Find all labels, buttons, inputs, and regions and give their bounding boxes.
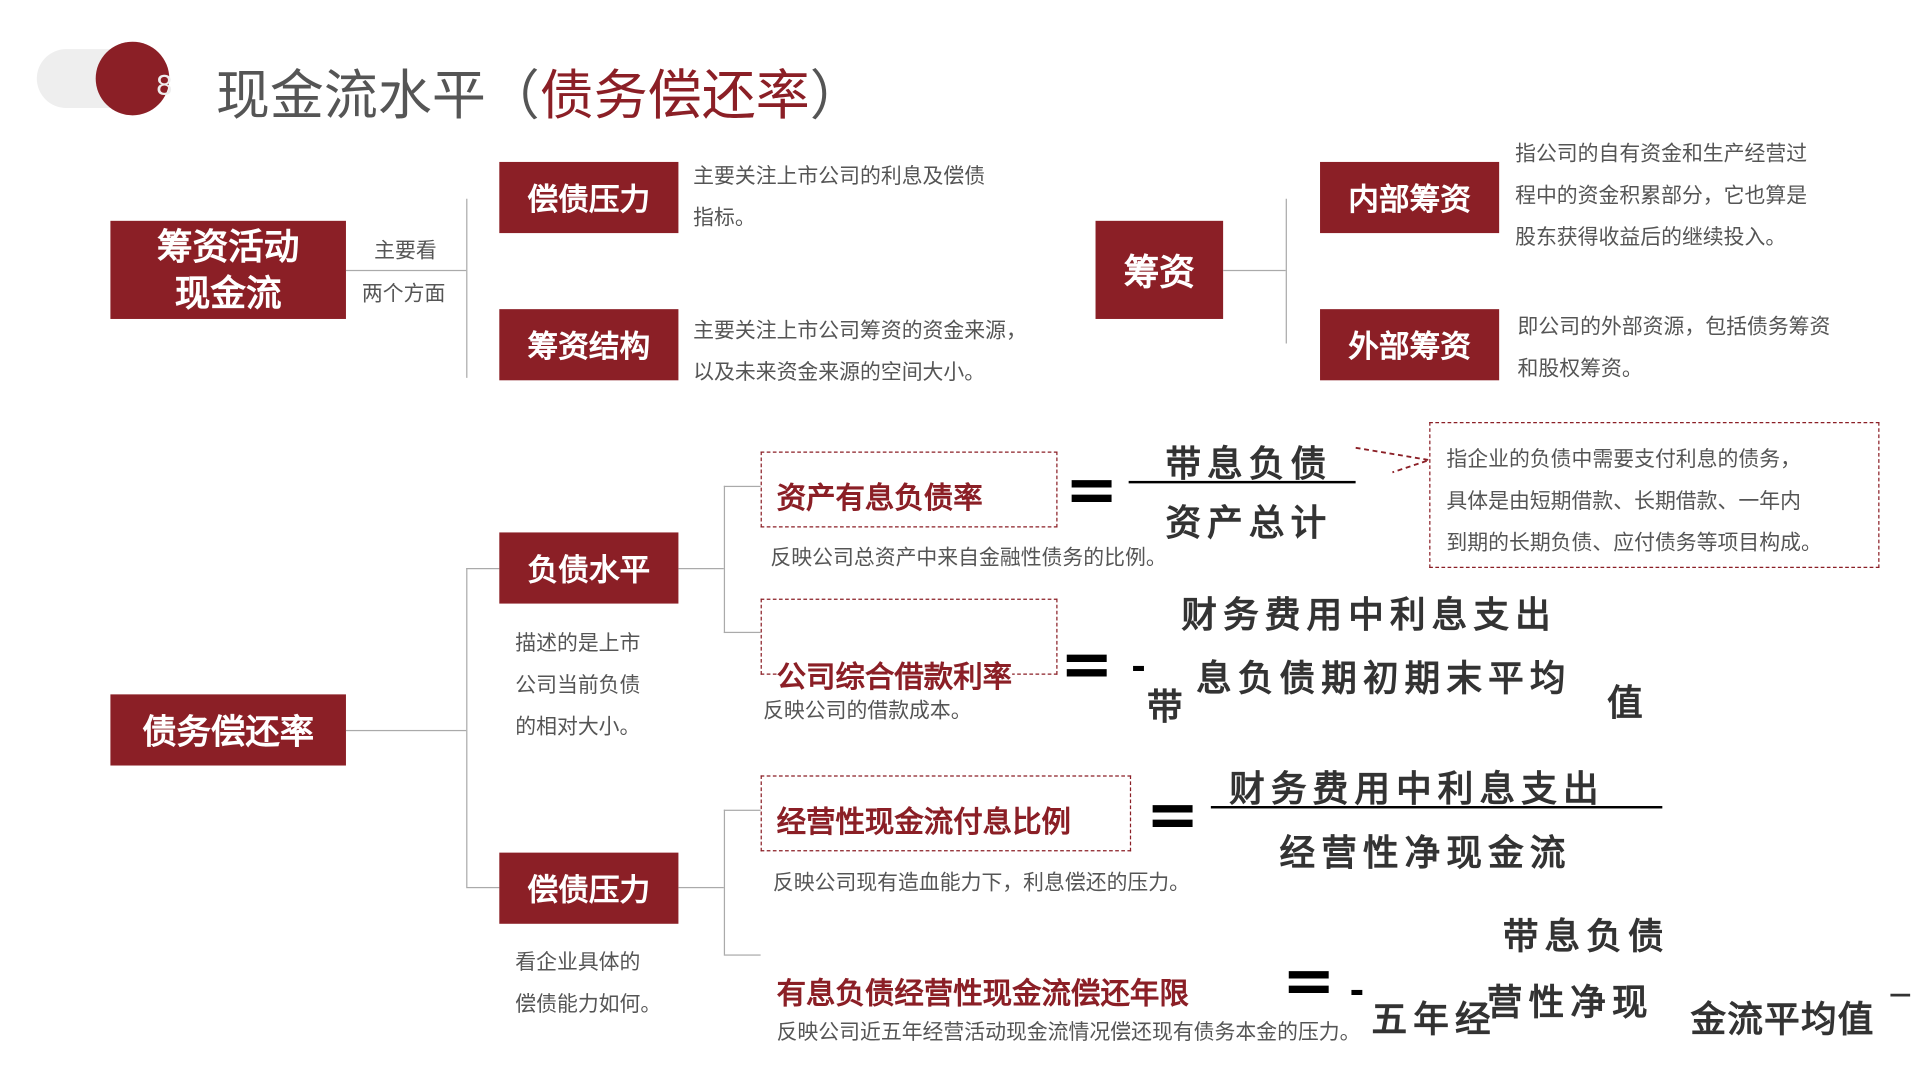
- minus-sign: -: [1349, 969, 1371, 1011]
- desc-line: 指标。: [693, 206, 756, 231]
- formula-name: 资产有息负债率: [776, 480, 983, 516]
- note-line: 到期的长期负债、应付债务等项目构成。: [1446, 531, 1822, 556]
- connector: [723, 954, 761, 956]
- connector: [466, 198, 468, 378]
- numerator: 财务费用中利息支出: [1229, 767, 1605, 810]
- denominator: 资产总计: [1165, 501, 1333, 544]
- formula-desc: 反映公司近五年经营活动现金流情况偿还现有债务本金的压力。: [776, 1020, 1361, 1046]
- title-accent: 债务偿还率: [539, 65, 810, 128]
- minus-sign: -: [1131, 645, 1153, 688]
- financing-structure-box: 筹资结构: [499, 309, 679, 381]
- connector: [723, 809, 726, 955]
- denominator-part: 带: [1147, 685, 1189, 728]
- fraction-bar: [1128, 480, 1356, 484]
- formula-name: 经营性现金流付息比例: [776, 804, 1071, 840]
- denominator-part: 息负债期初期末平均: [1196, 657, 1572, 700]
- title-end: ）: [809, 65, 864, 128]
- internal-financing-desc: 指公司的自有资金和生产经营过程中的资金积累部分，它也算是股东获得收益后的继续投入…: [1515, 134, 1807, 259]
- connector: [723, 485, 726, 634]
- formula-desc: 反映公司现有造血能力下，利息偿还的压力。: [772, 871, 1190, 896]
- formula-name-box: [760, 451, 1058, 528]
- equals-sign: =: [1059, 628, 1114, 702]
- desc-line: 以及未来资金来源的空间大小。: [693, 360, 986, 386]
- root-line1: 筹资活动: [157, 225, 300, 268]
- title-main: 现金流水平（: [215, 65, 540, 128]
- connector: [723, 485, 761, 488]
- desc-line: 和股权筹资。: [1517, 356, 1643, 382]
- formula-desc: 反映公司的借款成本。: [763, 699, 972, 724]
- desc-line: 指公司的自有资金和生产经营过: [1515, 142, 1808, 167]
- note-line: 指企业的负债中需要支付利息的债务，: [1446, 447, 1801, 473]
- interest-debt-note: 指企业的负债中需要支付利息的债务， 具体是由短期借款、长期借款、一年内到期的长期负…: [1446, 439, 1821, 564]
- formula-name-box: [760, 775, 1132, 852]
- financing-cashflow-box: 筹资活动 现金流: [110, 220, 346, 319]
- section-number: 8: [155, 71, 173, 102]
- desc-line: 程中的资金积累部分，它也算是: [1515, 184, 1808, 209]
- financing-box: 筹资: [1095, 220, 1224, 319]
- internal-financing-box: 内部筹资: [1320, 161, 1500, 234]
- desc-line: 描述的是上市: [515, 631, 641, 657]
- fraction-bar: [1210, 806, 1663, 809]
- denominator: 经营性净现金流: [1279, 831, 1572, 874]
- debt-level-box: 负债水平: [499, 532, 679, 604]
- equals-sign: =: [1282, 944, 1336, 1019]
- connector: [678, 886, 724, 889]
- desc-line: 主要关注上市公司的利息及偿债: [693, 164, 986, 189]
- numerator: 财务费用中利息支出: [1181, 593, 1557, 636]
- connector-label-top: 主要看: [374, 239, 437, 264]
- desc-line: 的相对大小。: [515, 715, 641, 740]
- header-circle: [95, 41, 170, 116]
- equals-sign: =: [1064, 453, 1119, 528]
- callout-connector: [1355, 446, 1430, 474]
- formula-desc: 反映公司总资产中来自金融性债务的比例。: [770, 545, 1167, 571]
- numerator: 带息负债: [1165, 442, 1333, 485]
- desc-line: 公司当前负债: [515, 673, 641, 699]
- formula-name: 公司综合借款利率: [776, 652, 1013, 696]
- root-line2: 现金流: [174, 272, 282, 315]
- desc-line: 即公司的外部资源，包括债务筹资: [1517, 315, 1831, 340]
- debt-level-desc: 描述的是上市公司当前负债的相对大小。: [515, 623, 640, 748]
- desc-line: 主要关注上市公司筹资的资金来源，: [693, 318, 1027, 344]
- connector: [723, 631, 761, 634]
- connector: [678, 568, 724, 570]
- repay-pressure-box: 偿债压力: [499, 161, 679, 234]
- denominator-part: 五年经: [1371, 998, 1497, 1041]
- connector: [345, 269, 467, 272]
- numerator: 带息负债: [1502, 915, 1670, 957]
- denominator-part: 值: [1607, 682, 1649, 724]
- connector: [466, 568, 500, 570]
- connector: [345, 729, 467, 732]
- connector: [466, 886, 500, 889]
- repay-pressure-desc: 主要关注上市公司的利息及偿债指标。: [693, 156, 985, 239]
- desc-line: 看企业具体的: [515, 950, 641, 976]
- connector: [1223, 269, 1286, 272]
- denominator-part: 金流平均值: [1690, 998, 1875, 1041]
- connector: [466, 568, 468, 887]
- equals-sign: =: [1145, 779, 1200, 853]
- repay-pressure-box-2: 偿债压力: [499, 852, 679, 924]
- connector: [723, 809, 761, 811]
- desc-line: 股东获得收益后的继续投入。: [1515, 225, 1787, 251]
- connector: [1285, 198, 1287, 344]
- financing-structure-desc: 主要关注上市公司筹资的资金来源， 以及未来资金来源的空间大小。: [693, 310, 1027, 393]
- connector-label-bottom: 两个方面: [361, 282, 446, 307]
- repay-pressure-desc-2: 看企业具体的偿债能力如何。: [515, 942, 661, 1025]
- denominator-part: —: [1889, 981, 1918, 1008]
- debt-repayment-box: 债务偿还率: [110, 694, 346, 766]
- formula-name: 有息负债经营性现金流偿还年限: [776, 976, 1189, 1011]
- external-financing-desc: 即公司的外部资源，包括债务筹资和股权筹资。: [1518, 307, 1831, 390]
- denominator-part: 营性净现: [1486, 981, 1654, 1024]
- desc-line: 偿债能力如何。: [515, 992, 662, 1018]
- interest-debt-note-box: [1429, 422, 1880, 569]
- page-title: 现金流水平（债务偿还率）: [216, 52, 864, 131]
- note-line: 具体是由短期借款、长期借款、一年内: [1446, 489, 1801, 515]
- external-financing-box: 外部筹资: [1320, 309, 1500, 381]
